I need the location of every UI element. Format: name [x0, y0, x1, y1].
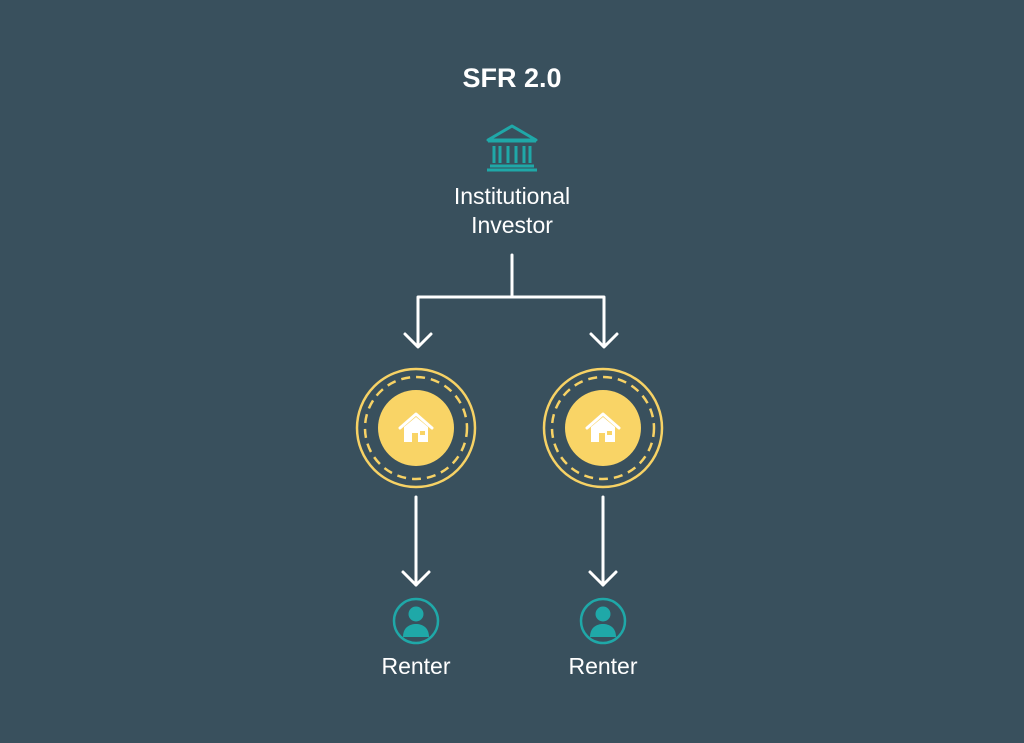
- diagram-title: SFR 2.0: [462, 63, 562, 93]
- house-icon: [585, 412, 621, 442]
- person-icon: [579, 597, 627, 645]
- investor-label-line2: Investor: [471, 212, 553, 238]
- investor-label-line1: Institutional: [453, 183, 571, 209]
- person-icon: [392, 597, 440, 645]
- arrow-to-renter-left: [401, 495, 431, 587]
- arrow-to-property-left: [403, 332, 433, 349]
- bank-building-icon: [486, 124, 538, 172]
- split-connector: [416, 253, 606, 348]
- investor-label: Institutional Investor: [362, 182, 662, 240]
- house-icon: [398, 412, 434, 442]
- renter-label-left: Renter: [381, 653, 451, 679]
- arrow-to-renter-right: [588, 495, 618, 587]
- property-node-left: [355, 367, 477, 489]
- renter-label-right: Renter: [568, 653, 638, 679]
- arrow-to-property-right: [589, 332, 619, 349]
- property-node-right: [542, 367, 664, 489]
